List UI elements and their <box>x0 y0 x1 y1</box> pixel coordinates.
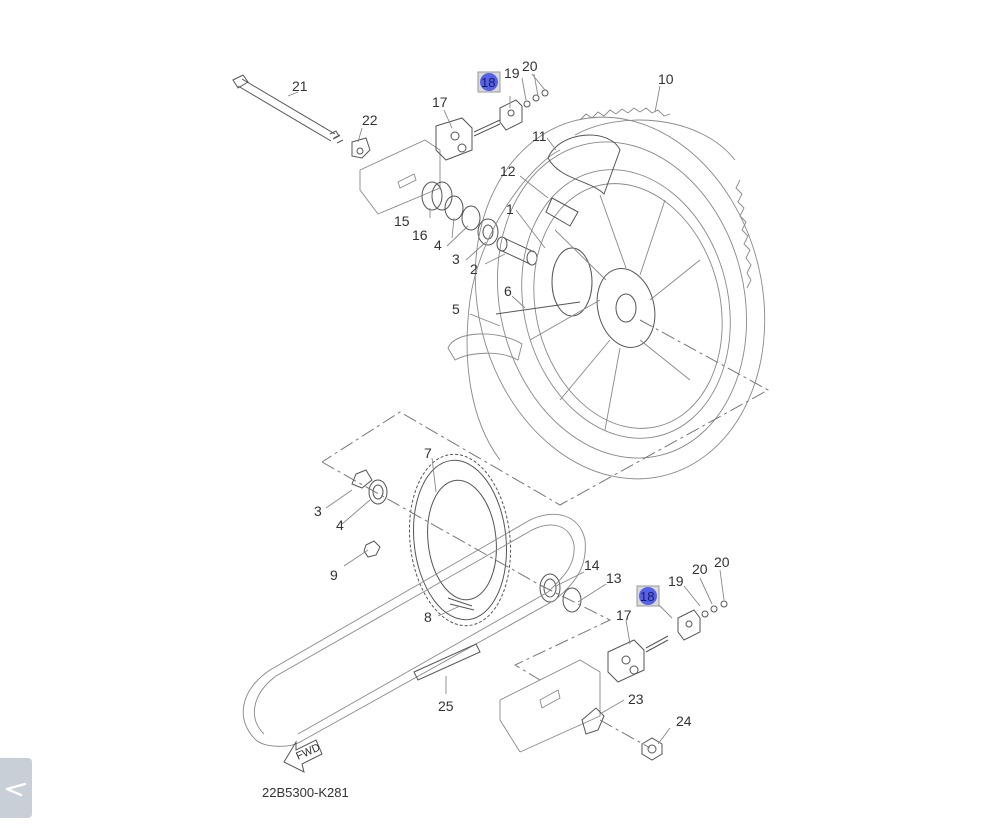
callout-24[interactable]: 24 <box>676 713 692 729</box>
callout-18-highlight-upper[interactable]: 18 <box>477 71 501 93</box>
fwd-arrow-icon: FWD <box>283 739 323 773</box>
callout-8[interactable]: 8 <box>424 609 432 625</box>
callout-19[interactable]: 19 <box>504 65 520 81</box>
callout-6[interactable]: 6 <box>504 283 512 299</box>
swingarm-right <box>499 659 601 753</box>
center-lines-lower <box>321 461 651 749</box>
callout-20-lower-a[interactable]: 20 <box>692 561 708 577</box>
axle-group <box>232 74 371 159</box>
sprocket <box>351 453 512 627</box>
callout-18-highlight-lower[interactable]: 18 <box>636 585 660 607</box>
callout-16[interactable]: 16 <box>412 227 428 243</box>
callout-13[interactable]: 13 <box>606 570 622 586</box>
callout-18[interactable]: 18 <box>481 75 495 90</box>
callout-5[interactable]: 5 <box>452 301 460 317</box>
callout-9[interactable]: 9 <box>330 567 338 583</box>
callout-15[interactable]: 15 <box>394 213 410 229</box>
adjuster-upper <box>435 89 549 161</box>
callout-20[interactable]: 20 <box>522 58 538 74</box>
callout-7[interactable]: 7 <box>424 445 432 461</box>
diagram-code: 22B5300-K281 <box>262 785 349 800</box>
callout-17[interactable]: 17 <box>432 94 448 110</box>
swingarm-left <box>359 139 441 215</box>
callout-18-lower[interactable]: 18 <box>640 589 654 604</box>
callout-20-lower-b[interactable]: 20 <box>714 554 730 570</box>
drive-chain <box>242 513 586 747</box>
callout-19-lower[interactable]: 19 <box>668 573 684 589</box>
callout-3[interactable]: 3 <box>452 251 460 267</box>
callout-21[interactable]: 21 <box>292 78 308 94</box>
callout-17-lower[interactable]: 17 <box>616 607 632 623</box>
callout-22[interactable]: 22 <box>362 112 378 128</box>
adjuster-lower <box>581 600 728 761</box>
callout-11[interactable]: 11 <box>532 128 547 144</box>
callout-12[interactable]: 12 <box>500 163 516 179</box>
callout-25[interactable]: 25 <box>438 698 454 714</box>
callout-4-lower[interactable]: 4 <box>336 517 344 533</box>
side-scroll-button[interactable] <box>0 758 32 818</box>
leader-lines <box>287 73 725 745</box>
callout-1[interactable]: 1 <box>506 201 514 217</box>
fwd-label: FWD <box>294 742 322 763</box>
center-lines-upper <box>321 319 770 506</box>
callout-23[interactable]: 23 <box>628 691 644 707</box>
chevron-left-icon <box>5 782 27 797</box>
callout-4[interactable]: 4 <box>434 237 442 253</box>
rear-wheel <box>447 107 766 480</box>
callout-3-lower[interactable]: 3 <box>314 503 322 519</box>
callouts: 21 22 17 19 20 10 11 12 1 15 16 4 3 2 6 … <box>292 58 730 729</box>
callout-14[interactable]: 14 <box>584 557 600 573</box>
callout-2[interactable]: 2 <box>470 261 478 277</box>
callout-10[interactable]: 10 <box>658 71 674 87</box>
